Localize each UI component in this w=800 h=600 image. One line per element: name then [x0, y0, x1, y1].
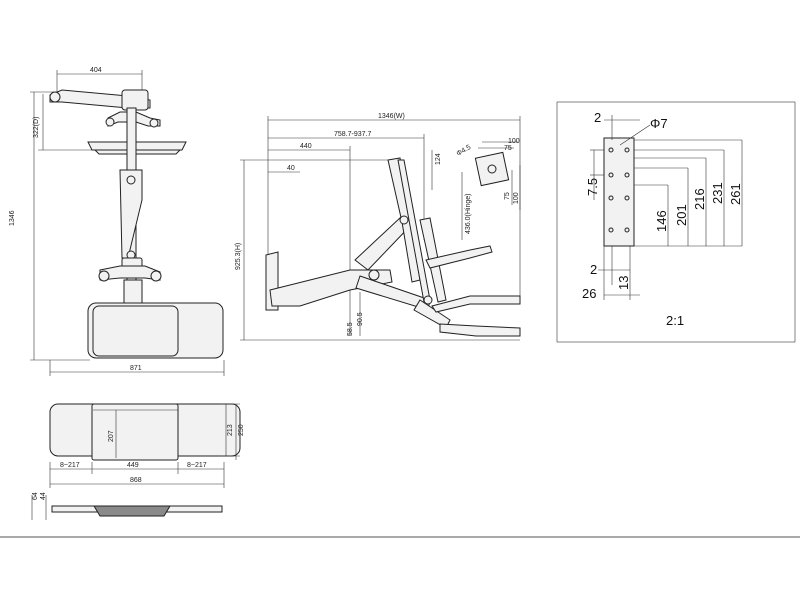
dim-detail-2-top: 2: [594, 110, 601, 125]
dim-8-217-right: 8~217: [187, 462, 207, 469]
dim-vesa-100-side: 100: [513, 192, 520, 204]
dim-868: 868: [130, 477, 142, 484]
dim-322d: 322(D): [33, 117, 40, 138]
top-view: 207 213 250 8~217 449 8~217 868: [49, 403, 245, 488]
dim-124: 124: [435, 153, 442, 165]
detail-view: 2 Φ7 7.5 146 201 216 231 261 2 13 26: [556, 101, 796, 343]
dim-detail-phi7: Φ7: [650, 116, 668, 131]
dim-213: 213: [227, 424, 234, 436]
dim-detail-2-bottom: 2: [590, 262, 597, 277]
hole-icon: [624, 172, 630, 178]
dim-440: 440: [300, 143, 312, 150]
dim-436-hinge: 436.0(Hinge): [465, 194, 472, 234]
front-view: 404 1346 322(D): [9, 67, 225, 376]
hole-icon: [624, 147, 630, 153]
hole-icon: [608, 172, 614, 178]
dim-detail-146: 146: [654, 210, 669, 232]
detail-scale: 2:1: [666, 313, 684, 328]
dim-8-217-left: 8~217: [60, 462, 80, 469]
dim-detail-26: 26: [582, 286, 596, 301]
dim-vesa-75-side: 75: [504, 192, 511, 200]
dim-250: 250: [238, 424, 245, 436]
dim-vesa-75-top: 75: [504, 145, 512, 152]
side-view: 1346(W) 758.7-937.7 440 40 925.3(H) 124 …: [235, 113, 521, 341]
dim-925-3h: 925.3(H): [235, 243, 242, 270]
dim-44: 44: [40, 492, 47, 500]
dim-detail-7-5: 7.5: [585, 178, 600, 196]
dim-detail-201: 201: [674, 204, 689, 226]
mounting-plate: [603, 137, 635, 247]
dim-64: 64: [32, 492, 39, 500]
dim-detail-13: 13: [616, 276, 631, 290]
dim-871: 871: [130, 365, 142, 372]
hole-icon: [608, 147, 614, 153]
detail-frame: [556, 101, 796, 343]
dim-207: 207: [108, 430, 115, 442]
dim-404: 404: [90, 67, 102, 74]
dim-detail-216: 216: [692, 188, 707, 210]
dim-phi-4-5: Φ4.5: [456, 144, 473, 158]
hole-icon: [624, 227, 630, 233]
dim-vesa-100-top: 100: [508, 138, 520, 145]
dim-detail-261: 261: [728, 183, 743, 205]
bottom-view: 64 44: [0, 492, 800, 538]
dim-758-937: 758.7-937.7: [334, 131, 371, 138]
dim-detail-231: 231: [710, 182, 725, 204]
dim-1346w: 1346(W): [378, 113, 405, 120]
hole-icon: [608, 227, 614, 233]
dim-449: 449: [127, 462, 139, 469]
dim-58-5: 58.5: [347, 322, 354, 336]
dim-90-5: 90.5: [357, 312, 364, 326]
dim-1346-height: 1346: [9, 210, 16, 226]
hole-icon: [624, 195, 630, 201]
hole-icon: [608, 195, 614, 201]
dim-40: 40: [287, 165, 295, 172]
